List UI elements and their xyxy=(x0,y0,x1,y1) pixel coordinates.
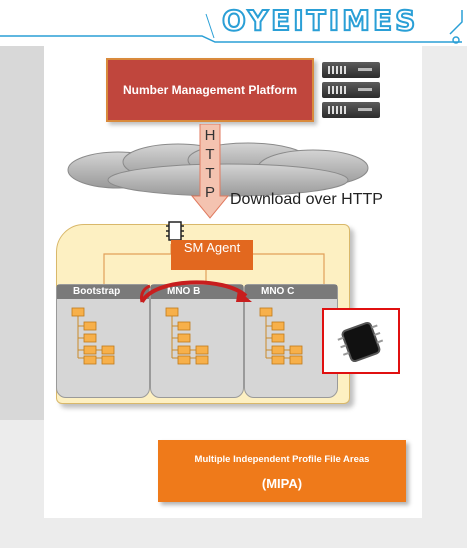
switch-profile-arrow xyxy=(140,280,252,304)
download-arrow xyxy=(190,124,230,219)
http-letter: T xyxy=(205,146,215,163)
chip-small-icon xyxy=(166,221,184,241)
site-logo[interactable]: OYEITIMES xyxy=(221,3,419,38)
server-icon xyxy=(322,82,380,98)
server-icon xyxy=(322,102,380,118)
column-mno-b: MNO B xyxy=(150,284,244,398)
mipa-title: Multiple Independent Profile File Areas xyxy=(194,454,370,465)
chip-icon xyxy=(337,321,384,363)
mipa-abbreviation: (MIPA) xyxy=(261,476,303,491)
column-header: MNO C xyxy=(245,285,337,299)
header-decor-line xyxy=(0,10,463,44)
left-gray-panel xyxy=(0,46,44,420)
column-header: Bootstrap xyxy=(57,285,149,299)
column-header: MNO B xyxy=(151,285,243,299)
mipa-box: Multiple Independent Profile File Areas … xyxy=(158,440,406,502)
server-icon xyxy=(322,62,380,78)
http-letter: H xyxy=(204,127,216,144)
site-header xyxy=(0,0,467,46)
file-tree-icons xyxy=(71,307,303,365)
http-vertical-label: H T T P xyxy=(202,126,218,202)
download-over-http-label: Download over HTTP xyxy=(230,191,383,208)
http-letter: T xyxy=(205,165,215,182)
column-bootstrap: Bootstrap xyxy=(56,284,150,398)
http-letter: P xyxy=(204,184,215,201)
number-management-platform-box: Number Management Platform xyxy=(106,58,314,122)
sm-agent-box: SM Agent xyxy=(171,240,253,270)
